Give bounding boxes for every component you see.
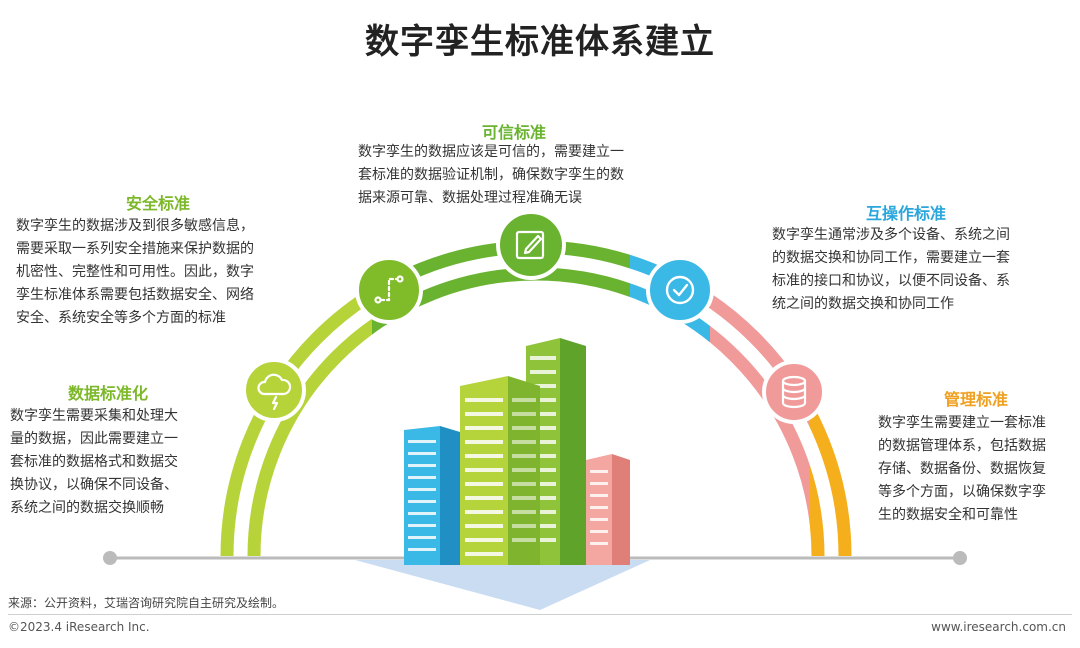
edit-icon bbox=[515, 230, 545, 260]
cloud-bolt-icon bbox=[257, 373, 292, 411]
building-blue bbox=[404, 426, 460, 565]
baseline-right-dot bbox=[953, 551, 967, 565]
check-circle-icon bbox=[665, 275, 695, 305]
node-interoperability-standard bbox=[646, 256, 714, 324]
trusted-standard-heading: 可信标准 bbox=[482, 123, 547, 142]
route-icon bbox=[374, 275, 404, 304]
building-pink bbox=[586, 454, 630, 565]
management-standard-heading: 管理标准 bbox=[944, 390, 1009, 409]
interoperability-standard-heading: 互操作标准 bbox=[866, 204, 947, 223]
copyright-text: ©2023.4 iResearch Inc. bbox=[8, 620, 150, 634]
node-trusted-standard bbox=[496, 210, 566, 280]
node-management-standard bbox=[762, 360, 826, 424]
baseline-left-dot bbox=[103, 551, 117, 565]
buildings-illustration bbox=[404, 338, 630, 565]
data-standardization-desc: 数字孪生需要采集和处理大 量的数据，因此需要建立一 套标准的数据格式和数据交 换… bbox=[10, 408, 178, 516]
security-standard-heading: 安全标准 bbox=[126, 194, 191, 213]
footer-divider bbox=[8, 614, 1072, 615]
security-standard-desc: 数字孪生的数据涉及到很多敏感信息， 需要采取一系列安全措施来保护数据的 机密性、… bbox=[16, 218, 254, 326]
data-standardization-heading: 数据标准化 bbox=[68, 384, 149, 403]
website-link[interactable]: www.iresearch.com.cn bbox=[931, 620, 1066, 634]
management-standard-desc: 数字孪生需要建立一套标准 的数据管理体系，包括数据 存储、数据备份、数据恢复 等… bbox=[878, 415, 1046, 523]
source-note: 来源：公开资料，艾瑞咨询研究院自主研究及绘制。 bbox=[8, 596, 285, 610]
node-security-standard bbox=[355, 256, 423, 324]
trusted-standard-desc: 数字孪生的数据应该是可信的，需要建立一 套标准的数据验证机制，确保数字孪生的数 … bbox=[358, 144, 624, 206]
database-icon bbox=[781, 375, 807, 409]
page-title: 数字孪生标准体系建立 bbox=[365, 22, 715, 62]
building-green-front bbox=[460, 376, 540, 565]
node-data-standardization bbox=[242, 358, 306, 422]
interoperability-standard-desc: 数字孪生通常涉及多个设备、系统之间 的数据交换和协同工作，需要建立一套 标准的接… bbox=[772, 227, 1010, 312]
ground-shadow bbox=[355, 560, 650, 610]
